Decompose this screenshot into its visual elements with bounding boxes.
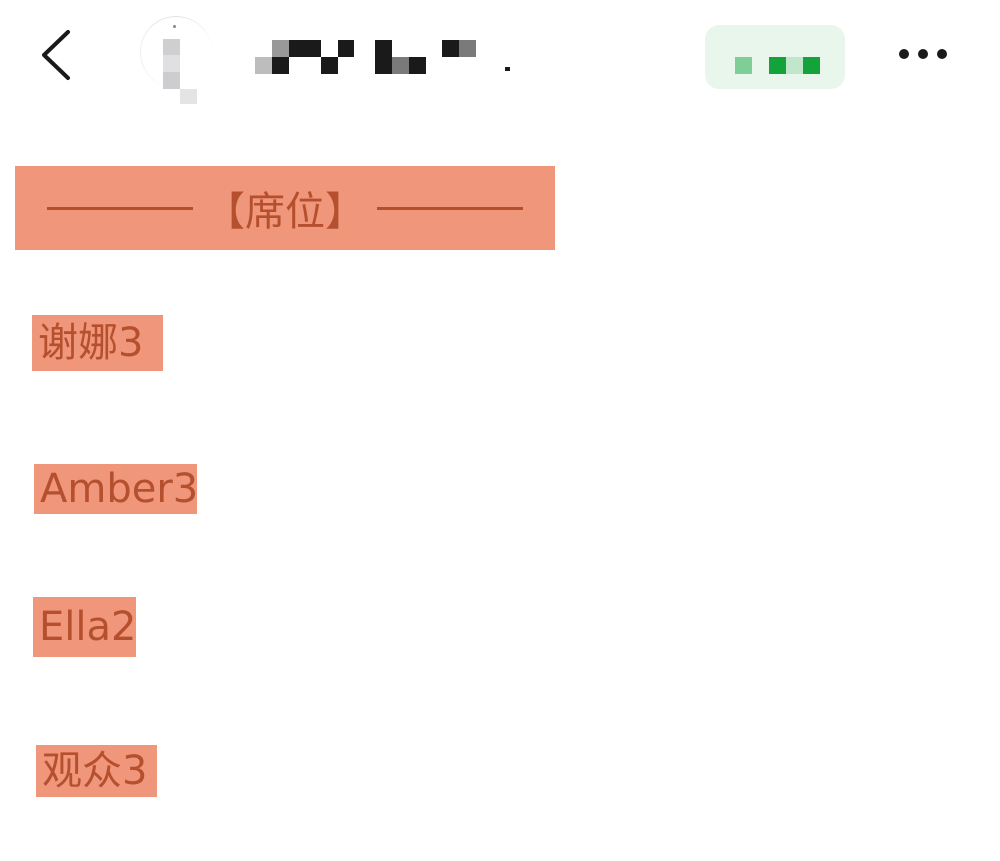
status-dot: [803, 57, 820, 74]
seat-label: 观众3: [42, 748, 148, 794]
back-button[interactable]: [30, 22, 82, 86]
more-horizontal-icon: [899, 49, 909, 59]
seat-item: Ella2: [33, 597, 136, 657]
divider-line: [377, 206, 523, 210]
chat-title: (obscured): [255, 35, 520, 80]
seat-label: 谢娜3: [38, 320, 144, 366]
status-dot: [769, 57, 786, 74]
seat-item: 观众3: [36, 745, 157, 797]
avatar[interactable]: [140, 16, 212, 106]
more-options-button[interactable]: [890, 36, 956, 72]
seat-label: Ella2: [39, 604, 137, 650]
status-dot: [786, 57, 803, 74]
seat-item: Amber3: [34, 464, 199, 514]
status-dot: [735, 57, 752, 74]
divider-line: [47, 206, 193, 210]
seat-item: 谢娜3: [32, 315, 163, 371]
section-header-label: 【席位】: [205, 189, 365, 235]
seat-label: Amber3: [40, 466, 199, 512]
chevron-left-icon: [42, 30, 70, 80]
status-pill[interactable]: [705, 25, 845, 89]
section-header: 【席位】: [15, 166, 555, 250]
